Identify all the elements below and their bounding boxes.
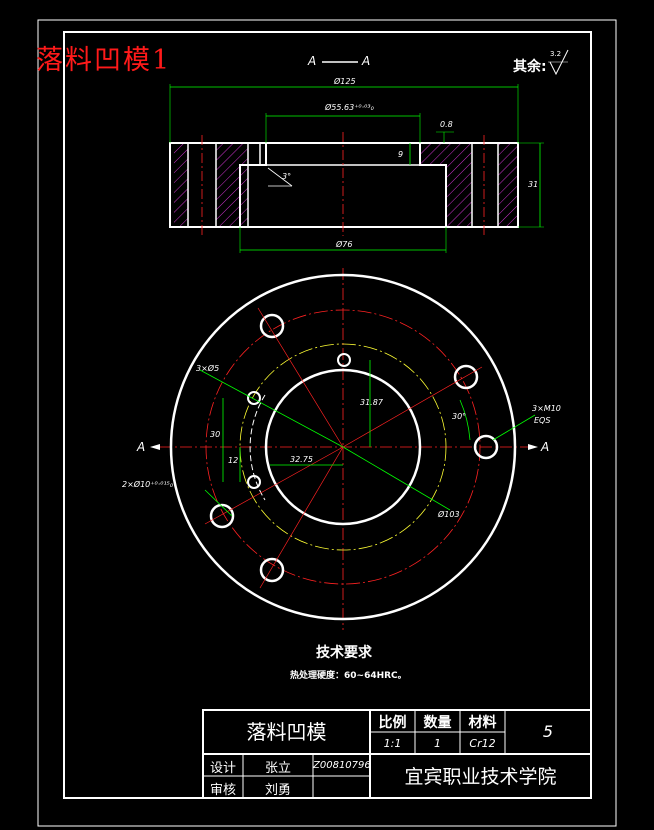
tech-requirements-title: 技术要求 bbox=[316, 645, 372, 661]
hatch-left-outer bbox=[174, 143, 188, 227]
dim-d125: Ø125 bbox=[334, 77, 356, 86]
tb-reviewer: 刘勇 bbox=[264, 783, 291, 798]
tb-qty-label: 数量 bbox=[423, 715, 452, 731]
dim-eqs: EQS bbox=[534, 416, 551, 425]
dim-r08: 0.8 bbox=[440, 120, 453, 129]
tb-scale-label: 比例 bbox=[378, 715, 407, 731]
tb-designer: 张立 bbox=[264, 761, 291, 776]
tb-review-label: 审核 bbox=[209, 783, 236, 798]
dim-d76: Ø76 bbox=[336, 240, 353, 249]
plan-label-right: A bbox=[541, 440, 550, 454]
sheet-border-outer bbox=[37, 19, 617, 827]
dim-d103: Ø103 bbox=[438, 510, 460, 519]
bolt-hole bbox=[259, 557, 285, 583]
small-hole bbox=[247, 475, 261, 489]
section-view bbox=[169, 84, 544, 253]
tb-material-label: 材料 bbox=[468, 715, 497, 731]
dim-angle-30: 30° bbox=[452, 412, 467, 421]
tech-requirements-line: 热处理硬度：60~64HRC。 bbox=[290, 671, 407, 681]
dim-pin-holes: 2×Ø10⁺⁰·⁰¹⁵₀ bbox=[122, 480, 174, 489]
dim-h31: 31 bbox=[528, 180, 539, 189]
roughness-symbol bbox=[549, 49, 569, 76]
dim-32-75: 32.75 bbox=[290, 455, 313, 464]
tb-part-name: 落料凹模 bbox=[246, 720, 327, 744]
section-label-right: A bbox=[362, 54, 371, 68]
dim-h9: 9 bbox=[398, 150, 404, 159]
pin-pitch-circle bbox=[239, 343, 447, 551]
dim-12: 12 bbox=[228, 456, 239, 465]
bolt-pitch-circle bbox=[205, 309, 481, 585]
plan-label-left: A bbox=[137, 440, 146, 454]
title-block bbox=[202, 709, 592, 799]
hatch-left-inner bbox=[216, 143, 248, 227]
outer-circle bbox=[169, 273, 517, 621]
roughness-note: 其余: bbox=[513, 59, 547, 75]
tb-scale-value: 1:1 bbox=[383, 737, 402, 750]
roughness-value: 3.2 bbox=[550, 50, 562, 58]
tb-qty-value: 1 bbox=[434, 737, 441, 750]
dim-holes-3m10: 3×M10 bbox=[532, 404, 561, 413]
section-label-left: A bbox=[308, 54, 317, 68]
plan-view bbox=[150, 268, 538, 630]
tb-design-label: 设计 bbox=[209, 761, 236, 776]
dim-30: 30 bbox=[210, 430, 221, 439]
bolt-hole bbox=[473, 434, 499, 460]
bolt-hole bbox=[259, 313, 285, 339]
dim-d55: Ø55.63⁺⁰·⁰³₀ bbox=[325, 103, 374, 112]
small-hole bbox=[337, 353, 351, 367]
dim-angle-3: 3° bbox=[282, 172, 292, 181]
small-hole bbox=[247, 391, 261, 405]
dim-31-87: 31.87 bbox=[360, 398, 383, 407]
tb-material-value: Cr12 bbox=[469, 737, 496, 750]
hatch-right-outer bbox=[498, 143, 518, 227]
bolt-hole bbox=[209, 503, 235, 529]
die-opening-circle bbox=[264, 368, 422, 526]
tb-drawing-no: Z00810796 bbox=[313, 760, 371, 771]
tb-school: 宜宾职业技术学院 bbox=[404, 766, 557, 788]
dim-holes-3d5: 3×Ø5 bbox=[196, 364, 220, 373]
tb-sheet-no: 5 bbox=[542, 722, 554, 741]
hatch-right-inner-low bbox=[446, 165, 472, 227]
bolt-hole bbox=[453, 364, 479, 390]
hatch-right-inner bbox=[420, 143, 472, 165]
section-outline bbox=[169, 142, 519, 228]
corner-title: 落料凹模1 bbox=[36, 45, 172, 76]
